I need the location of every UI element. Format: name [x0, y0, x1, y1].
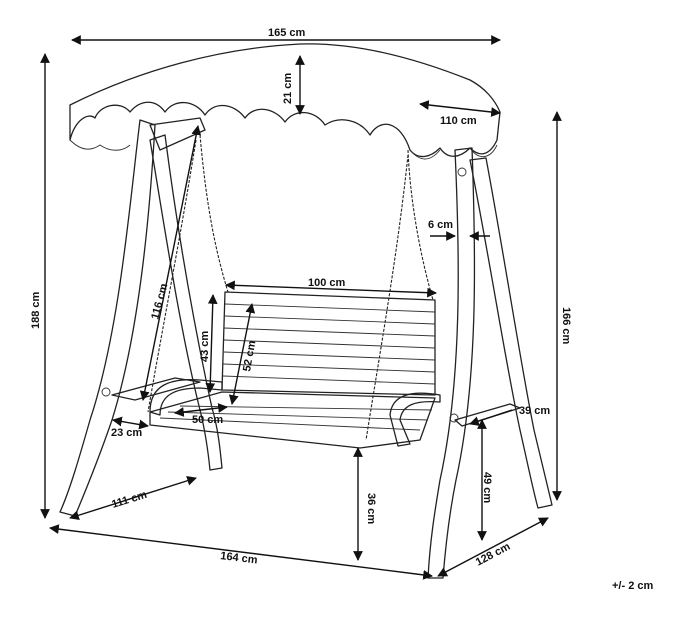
right-rear-leg	[469, 157, 553, 509]
right-bolt	[457, 167, 467, 177]
tolerance-note: +/- 2 cm	[612, 580, 653, 592]
left-rear-chain	[147, 139, 197, 413]
label-shelf-height: 49 cm	[481, 472, 493, 503]
label-chain-length: 116 cm	[149, 282, 170, 321]
label-backrest-height: 43 cm	[199, 331, 211, 362]
seat-width-line	[225, 280, 437, 298]
label-seat-height: 36 cm	[365, 493, 377, 524]
right-armrest	[389, 392, 441, 447]
armrest-offset-line	[112, 416, 149, 430]
canopy-depth-line	[419, 100, 501, 117]
right-lower-bolt	[449, 413, 459, 423]
canopy-inner-edge	[69, 139, 498, 160]
label-base-width: 164 cm	[220, 550, 259, 566]
canopy	[69, 43, 501, 158]
label-overall-height: 188 cm	[30, 291, 42, 329]
backrest-height-line	[205, 294, 218, 393]
side-shelf-line	[469, 409, 513, 426]
label-canopy-depth: 110 cm	[440, 115, 477, 127]
dimension-labels: 165 cm 21 cm 110 cm 188 cm 166 cm 6 cm 1…	[30, 27, 653, 592]
label-seat-width: 100 cm	[308, 277, 346, 289]
chain-length-line	[139, 125, 202, 401]
label-backrest-diagonal: 52 cm	[241, 340, 258, 373]
label-seat-depth: 50 cm	[192, 414, 223, 426]
base-width-line	[49, 524, 433, 580]
label-side-shelf: 39 cm	[519, 405, 550, 417]
label-base-depth-right: 128 cm	[474, 540, 513, 568]
label-base-depth-left: 111 cm	[110, 489, 148, 511]
label-overall-width: 165 cm	[268, 27, 306, 39]
left-front-chain	[199, 134, 229, 293]
label-canopy-height: 21 cm	[282, 73, 294, 104]
left-front-leg	[59, 119, 156, 517]
left-lower-bolt	[101, 387, 111, 397]
left-armrest	[149, 379, 223, 416]
label-frame-height: 166 cm	[560, 307, 572, 345]
backrest-diagonal-line	[228, 303, 256, 405]
right-side-shelf	[454, 403, 521, 427]
label-beam-width: 6 cm	[428, 219, 453, 231]
bench-backrest	[221, 291, 436, 396]
dimension-lines	[40, 35, 562, 580]
base-depth-left-line	[69, 475, 197, 521]
right-front-leg	[427, 147, 476, 579]
seat-depth-line	[174, 403, 228, 417]
label-armrest-offset: 23 cm	[111, 427, 142, 439]
base-depth-right-line	[437, 517, 549, 577]
